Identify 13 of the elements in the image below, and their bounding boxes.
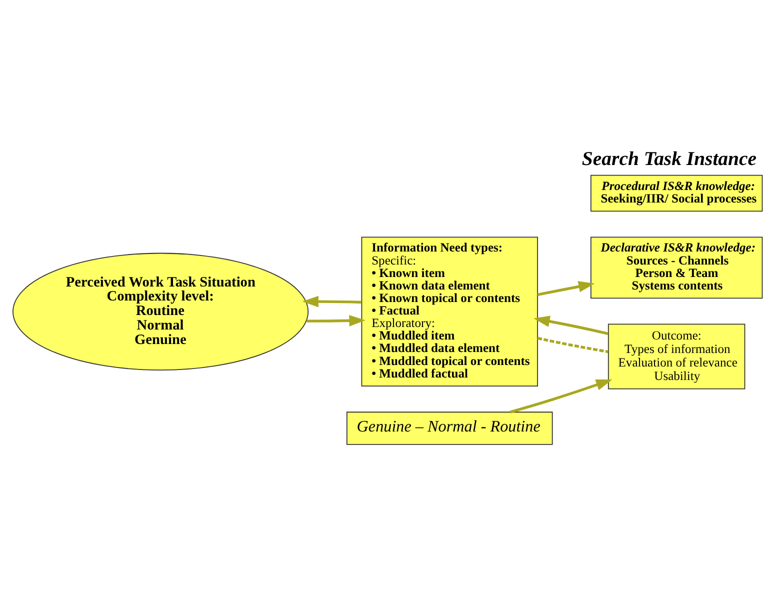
node-box: Genuine – Normal - Routine <box>346 412 553 445</box>
arrow <box>537 281 595 296</box>
connector <box>537 336 608 354</box>
node-ellipse: Perceived Work Task Situation Complexity level: Routine Normal Genuine <box>12 252 309 370</box>
arrow <box>306 315 366 326</box>
arrow <box>534 316 608 335</box>
node-box: Declarative IS&R knowledge: Sources - Channels Person & Team Systems contents <box>590 236 763 299</box>
arrow <box>510 379 612 414</box>
diagram-title: Search Task Instance <box>582 148 757 170</box>
node-box: Information Need types: Specific: • Known item • Known data element • Known topical or contents • Factual Exploratory: • Muddled item • Muddled data element • Muddled topical or contents • Muddled factual <box>361 236 538 387</box>
node-box: Procedural IS&R knowledge: Seeking/IIR/ Social processes <box>590 174 763 212</box>
arrow <box>302 296 362 308</box>
node-box: Outcome: Types of information Evaluation of relevance Usability <box>608 324 746 390</box>
